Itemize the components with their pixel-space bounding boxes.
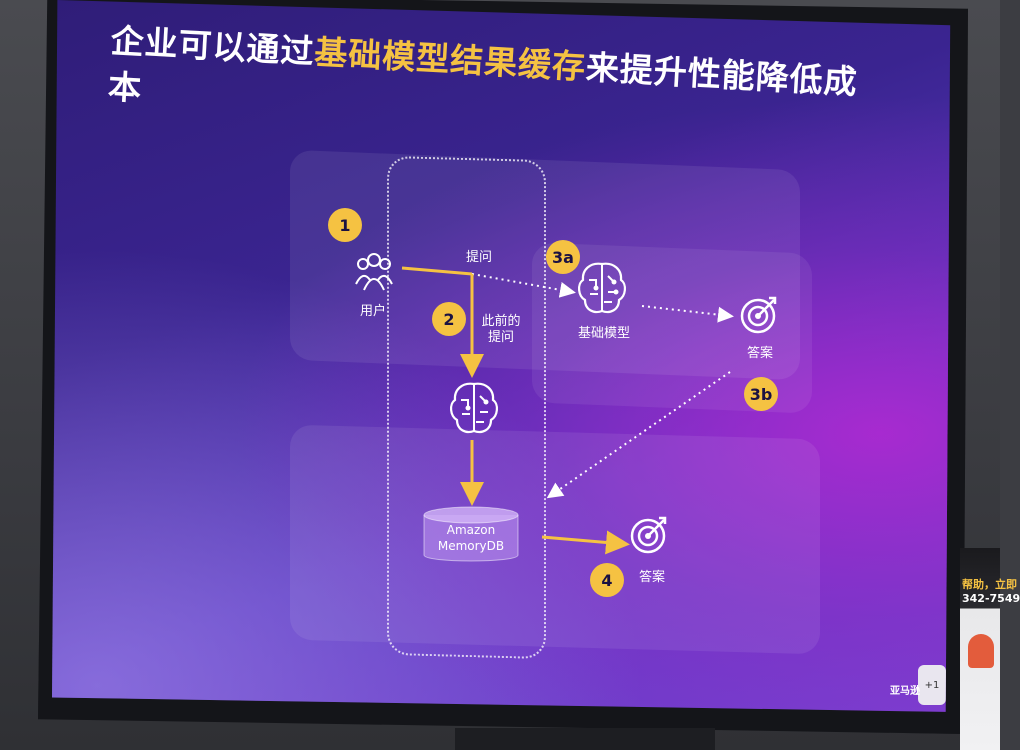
prompt-label: 提问: [465, 250, 492, 265]
user-label: 用户: [359, 304, 386, 319]
target-icon: [740, 296, 777, 334]
previous-prompt-line1: 此前的: [481, 314, 521, 329]
step-1-badge: 1: [328, 208, 362, 242]
database-icon: [423, 506, 519, 562]
answer-to-cache-arrow: [546, 371, 731, 499]
side-sign-line2: 342-7549: [962, 592, 1020, 605]
step-3b-badge: 3b: [744, 377, 778, 411]
step-4-badge: 4: [590, 563, 624, 597]
users-icon: [355, 253, 393, 291]
foundation-model-label: 基础模型: [577, 326, 630, 341]
db-label-line1: Amazon: [446, 523, 496, 537]
db-label-line2: MemoryDB: [437, 539, 505, 553]
flow-arrows: [401, 266, 734, 555]
answer-top-label: 答案: [746, 346, 773, 361]
previous-prompt-label: 此前的 提问: [476, 314, 526, 346]
step-2-badge: 2: [432, 302, 466, 336]
cache-brain-icon: [450, 382, 498, 434]
target-icon-bottom: [630, 516, 667, 554]
brand-logo: 亚马逊: [890, 686, 920, 697]
db-label: Amazon MemoryDB: [422, 522, 520, 554]
db-to-answer-arrow: [541, 530, 630, 555]
prompt-arrow: [401, 266, 473, 276]
presentation-screen: 企业可以通过基础模型结果缓存来提升性能降低成本 1 2 3a 3b 4: [52, 0, 951, 712]
model-to-answer-arrow: [641, 305, 734, 323]
side-sign-line1: 帮助，立即: [962, 578, 1017, 591]
tv-stand: [455, 728, 715, 750]
to-model-arrow: [471, 273, 576, 298]
person-illustration: [968, 634, 994, 668]
answer-bottom-label: 答案: [638, 570, 665, 585]
step-3a-badge: 3a: [546, 240, 580, 274]
hint-card: +1: [918, 665, 946, 705]
previous-prompt-line2: 提问: [487, 330, 514, 345]
foundation-model-brain-icon: [578, 262, 626, 314]
side-sign: 帮助，立即 342-7549: [960, 548, 1020, 750]
